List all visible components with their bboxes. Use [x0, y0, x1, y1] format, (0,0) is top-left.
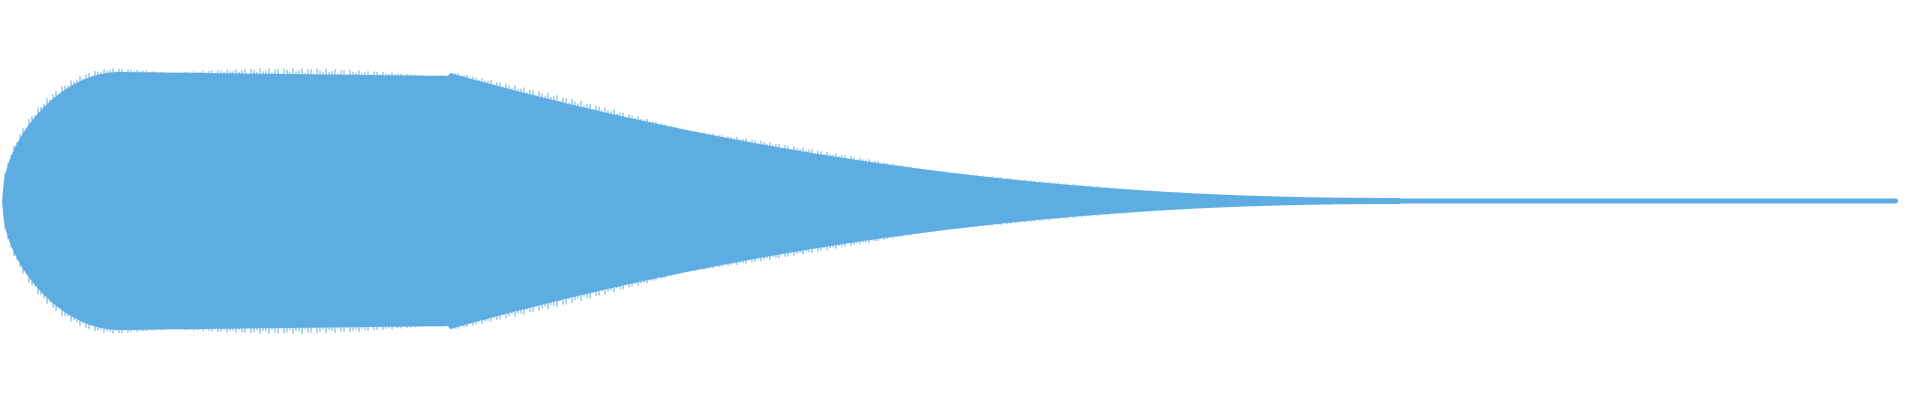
waveform-spikes: [4, 68, 1401, 334]
waveform-group: [2, 68, 1898, 334]
waveform-tail: [1390, 198, 1898, 204]
